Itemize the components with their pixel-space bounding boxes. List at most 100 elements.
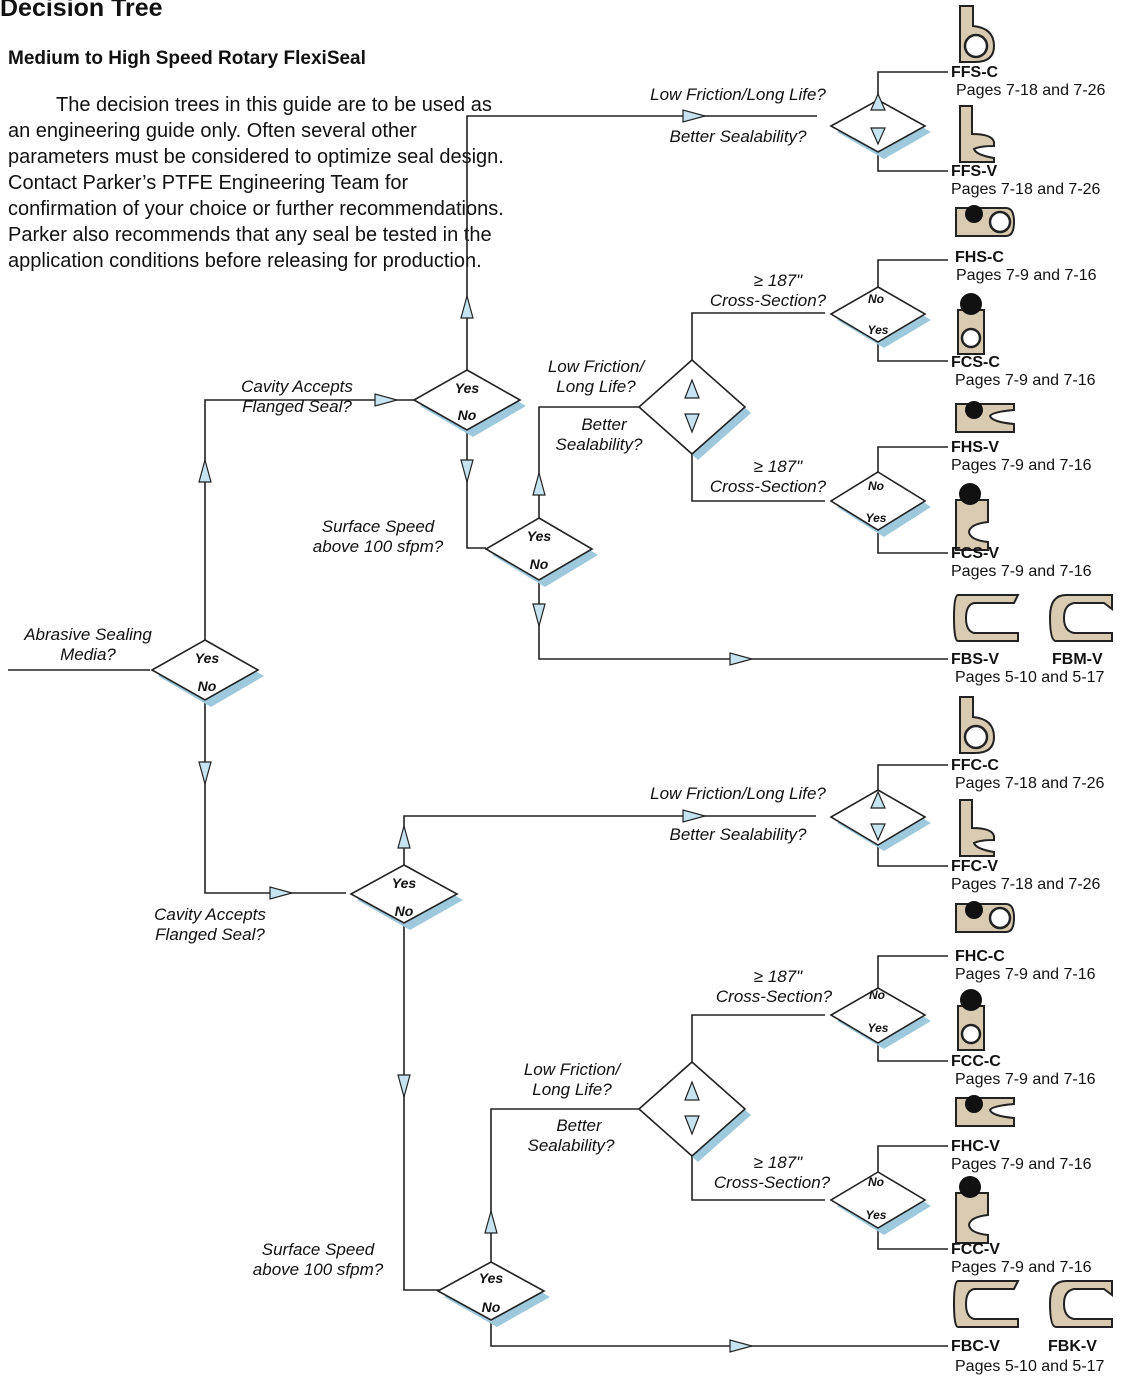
arrow-up-2	[460, 293, 474, 319]
yes-speed-lower: Yes	[479, 1270, 504, 1286]
q-speed-lower-1: Surface Speed	[262, 1240, 375, 1259]
yes-cross-lower-1: Yes	[868, 1021, 889, 1035]
no-cross-lower-2: No	[868, 1175, 884, 1189]
q-lowfric-split-lower-1: Low Friction/	[524, 1060, 623, 1079]
fbc-v-pages: Pages 5-10 and 5-17	[955, 1358, 1105, 1375]
page-title: Decision Tree	[0, 0, 163, 22]
q-better-split-upper-2: Sealability?	[556, 435, 643, 454]
q-cross-lower-2a: ≥ 187"	[754, 1153, 803, 1172]
diamond-arrow-down-1	[870, 127, 886, 146]
q-lowfric-split-lower-2: Long Life?	[532, 1080, 612, 1099]
q-better-split-upper-1: Better	[581, 415, 628, 434]
ffc-c-seal-icon	[958, 695, 996, 755]
fcs-c-pages: Pages 7-9 and 7-16	[955, 372, 1096, 389]
q-cross-lower-1b: Cross-Section?	[716, 987, 833, 1006]
fbs-v-pages: Pages 5-10 and 5-17	[955, 669, 1105, 686]
yes-cross-lower-2: Yes	[866, 1208, 887, 1222]
q-better-upper: Better Sealability?	[669, 127, 807, 146]
fhs-c-seal-icon	[954, 203, 1016, 238]
ffc-v-seal-icon	[959, 799, 995, 857]
fhc-c-code: FHC-C	[955, 948, 1005, 965]
q-better-split-lower-2: Sealability?	[528, 1136, 615, 1155]
q-cross-upper-1a: ≥ 187"	[754, 271, 803, 290]
arrow-right-4	[269, 886, 295, 900]
fhc-c-seal-icon	[954, 899, 1016, 934]
yes-abrasive: Yes	[195, 650, 220, 666]
no-cross-upper-1: No	[868, 292, 884, 306]
fcs-v-seal-icon	[955, 482, 989, 551]
q-lowfric-split-upper-1: Low Friction/	[548, 357, 647, 376]
diamond-arrow-up-2	[684, 378, 700, 399]
seal-labels: FFS-C Pages 7-18 and 7-26 FFS-V Pages 7-…	[951, 64, 1106, 1375]
fbm-v-code: FBM-V	[1052, 651, 1103, 668]
arrow-right-6	[729, 1339, 755, 1353]
answer-labels: Yes No Yes No Yes No No Yes No Yes Yes N…	[195, 292, 889, 1315]
fcc-v-seal-icon	[955, 1175, 989, 1244]
q-speed-lower-2: above 100 sfpm?	[253, 1260, 384, 1279]
arrow-down-4	[397, 1074, 411, 1100]
diamond-arrow-down-4	[684, 1115, 700, 1136]
ffs-v-pages: Pages 7-18 and 7-26	[951, 181, 1101, 198]
yes-cross-upper-1: Yes	[868, 323, 889, 337]
arrow-down-3	[198, 761, 212, 787]
q-cavity-lower-2: Flanged Seal?	[155, 925, 265, 944]
fcc-v-code: FCC-V	[951, 1241, 1000, 1258]
ffs-v-seal-icon	[959, 105, 995, 163]
q-better-split-lower-1: Better	[556, 1116, 603, 1135]
q-lowfric-upper: Low Friction/Long Life?	[650, 85, 826, 104]
fcs-c-seal-icon	[956, 291, 986, 356]
fbc-v-seal-icon	[953, 1280, 1019, 1328]
ffs-c-pages: Pages 7-18 and 7-26	[956, 82, 1106, 99]
no-speed-lower: No	[482, 1299, 501, 1315]
fcc-c-code: FCC-C	[951, 1053, 1001, 1070]
fhs-v-seal-icon	[955, 400, 1015, 433]
arrow-up-1	[198, 457, 212, 483]
intro-text: The decision trees in this guide are to …	[8, 94, 504, 272]
fbk-v-code: FBK-V	[1048, 1338, 1097, 1355]
arrow-down-2	[532, 603, 546, 629]
q-abrasive-2: Media?	[60, 645, 116, 664]
q-cavity-lower-1: Cavity Accepts	[154, 905, 266, 924]
q-lowfric-lower: Low Friction/Long Life?	[650, 784, 826, 803]
arrow-down-1	[460, 459, 474, 485]
fbs-v-seal-icon	[953, 594, 1019, 642]
q-cavity-upper-2: Flanged Seal?	[242, 397, 352, 416]
arrow-up-5	[484, 1208, 498, 1234]
diamond-arrow-up-4	[684, 1080, 700, 1101]
arrow-right-2	[682, 109, 708, 123]
arrow-right-1	[374, 393, 400, 407]
decision-diamonds	[150, 99, 931, 1327]
diamond-arrow-up-3	[870, 790, 886, 809]
q-cross-lower-1a: ≥ 187"	[754, 967, 803, 986]
no-cavity-lower: No	[395, 903, 414, 919]
diamond-arrow-down-2	[684, 413, 700, 434]
arrow-right-3	[729, 652, 755, 666]
fcc-c-seal-icon	[956, 987, 986, 1052]
q-better-lower: Better Sealability?	[669, 825, 807, 844]
q-cross-upper-2b: Cross-Section?	[710, 477, 827, 496]
ffc-v-code: FFC-V	[951, 858, 998, 875]
page-subtitle: Medium to High Speed Rotary FlexiSeal	[8, 48, 366, 69]
fhc-c-pages: Pages 7-9 and 7-16	[955, 966, 1096, 983]
flow-arrows	[198, 92, 886, 1353]
fbs-v-code: FBS-V	[951, 651, 999, 668]
q-speed-upper-1: Surface Speed	[322, 517, 435, 536]
fhc-v-pages: Pages 7-9 and 7-16	[951, 1156, 1092, 1173]
no-cavity-upper: No	[458, 407, 477, 423]
arrow-up-3	[532, 470, 546, 496]
arrow-right-5	[682, 809, 708, 823]
fhc-v-seal-icon	[955, 1094, 1015, 1127]
q-speed-upper-2: above 100 sfpm?	[313, 537, 444, 556]
yes-cross-upper-2: Yes	[866, 511, 887, 525]
fhc-v-code: FHC-V	[951, 1138, 1000, 1155]
arrow-up-4	[397, 823, 411, 849]
ffs-v-code: FFS-V	[951, 163, 998, 180]
q-lowfric-split-upper-2: Long Life?	[556, 377, 636, 396]
fcs-c-code: FCS-C	[951, 354, 1000, 371]
ffc-c-code: FFC-C	[951, 757, 999, 774]
fbm-v-seal-icon	[1049, 594, 1113, 642]
no-cross-lower-1: No	[869, 988, 885, 1002]
ffs-c-seal-icon	[958, 4, 996, 64]
fcc-v-pages: Pages 7-9 and 7-16	[951, 1259, 1092, 1276]
